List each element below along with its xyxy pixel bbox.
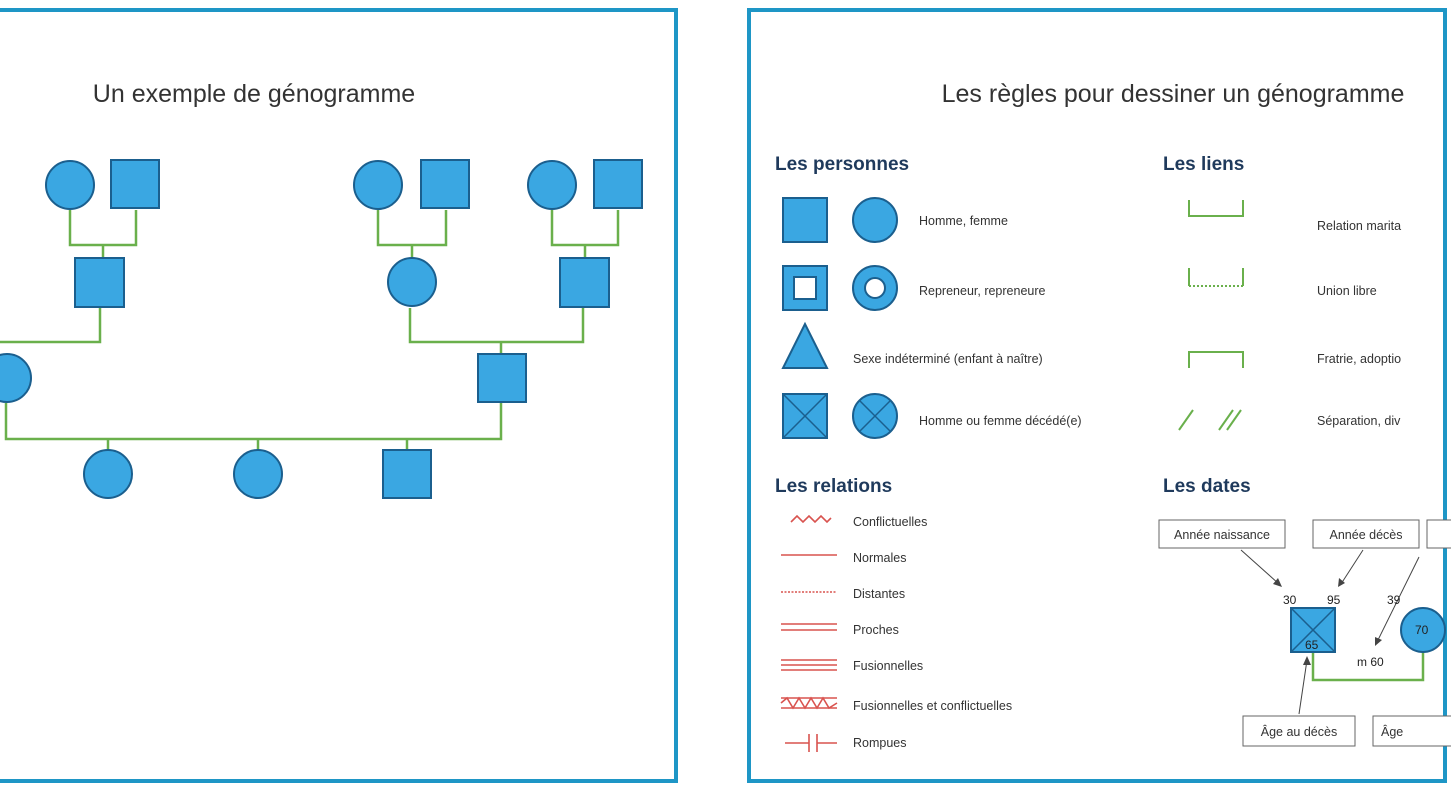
female-symbol — [527, 160, 577, 210]
separation-slash — [1178, 409, 1194, 431]
conflictual-symbol — [790, 514, 832, 524]
links-label-1: Relation marita — [1317, 219, 1401, 233]
female-symbol — [83, 449, 133, 499]
female-symbol — [387, 257, 437, 307]
female-example — [1400, 607, 1446, 653]
extra-box — [1426, 519, 1451, 549]
relations-label-3: Distantes — [853, 587, 905, 601]
death-year-box — [1312, 519, 1420, 549]
divorce-slash-1 — [1218, 409, 1234, 431]
relations-heading: Les relations — [775, 476, 892, 497]
persons-label-4: Homme ou femme décédé(e) — [919, 414, 1082, 428]
sibling-link-symbol — [1188, 351, 1244, 368]
relation-symbols — [780, 514, 838, 752]
persons-heading: Les personnes — [775, 154, 909, 175]
male-symbol — [593, 159, 643, 209]
relations-label-4: Proches — [853, 623, 899, 637]
male-symbol — [74, 257, 125, 308]
age-at-death-box — [1242, 715, 1356, 747]
links-label-2: Union libre — [1317, 284, 1377, 298]
age-box — [1372, 715, 1451, 747]
links-heading: Les liens — [1163, 154, 1244, 175]
female-symbol-legend — [852, 197, 898, 243]
age-label: Âge — [1381, 724, 1403, 739]
male-symbol — [110, 159, 160, 209]
female-symbol — [45, 160, 95, 210]
age-at-death-value: 65 — [1305, 638, 1319, 652]
example-genogram-diagram: Un exemple de génogramme — [0, 80, 643, 499]
birth-year-value: 30 — [1283, 593, 1297, 607]
fusional-conflictual-zigzag — [780, 696, 838, 710]
male-symbol-legend — [782, 197, 828, 243]
female-symbol — [0, 353, 32, 403]
female-successor-inner — [864, 277, 886, 299]
persons — [0, 159, 643, 499]
rules-panel: Les règles pour dessiner un génogramme L… — [747, 8, 1451, 783]
date-arrows — [1240, 549, 1420, 715]
age-value: 70 — [1415, 623, 1429, 637]
relations-label-7: Rompues — [853, 736, 907, 750]
undetermined-sex-symbol — [781, 321, 829, 369]
age-at-death-label: Âge au décès — [1261, 724, 1337, 739]
rules-diagram: Les règles pour dessiner un génogramme L… — [775, 80, 1451, 752]
relations-label-6: Fusionnelles et conflictuelles — [853, 699, 1012, 713]
family-links — [0, 210, 620, 453]
cross-line-2 — [1290, 607, 1336, 653]
dates-heading: Les dates — [1163, 476, 1251, 497]
death-year-label: Année décès — [1330, 528, 1403, 542]
link-symbols — [1178, 200, 1244, 431]
death-year-value: 95 — [1327, 593, 1341, 607]
male-symbol — [559, 257, 610, 308]
persons-label-1: Homme, femme — [919, 214, 1008, 228]
male-symbol — [477, 353, 527, 403]
divorce-slash-2 — [1226, 409, 1242, 431]
marriage-year: m 60 — [1357, 655, 1384, 669]
links-label-4: Séparation, div — [1317, 414, 1401, 428]
rules-title: Les règles pour dessiner un génogramme — [942, 80, 1405, 108]
female-symbol — [233, 449, 283, 499]
example-title: Un exemple de génogramme — [93, 80, 415, 108]
female-symbol — [353, 160, 403, 210]
birth-year-label: Année naissance — [1174, 528, 1270, 542]
persons-label-2: Repreneur, repreneure — [919, 284, 1046, 298]
male-symbol — [382, 449, 432, 499]
birth-year-box — [1158, 519, 1286, 549]
deceased-crosses — [782, 393, 891, 439]
male-symbol — [420, 159, 470, 209]
marital-link-symbol — [1188, 200, 1244, 217]
persons-label-3: Sexe indéterminé (enfant à naître) — [853, 352, 1043, 366]
links-label-3: Fratrie, adoptio — [1317, 352, 1401, 366]
marriage-link — [1311, 652, 1425, 682]
female-birth-year-value: 39 — [1387, 593, 1401, 607]
relations-label-1: Conflictuelles — [853, 515, 927, 529]
relations-label-5: Fusionnelles — [853, 659, 923, 673]
example-genogram-panel: Un exemple de génogramme — [0, 8, 678, 783]
relations-label-2: Normales — [853, 551, 907, 565]
arrow-heads — [1273, 578, 1382, 665]
male-successor-inner — [793, 276, 817, 300]
